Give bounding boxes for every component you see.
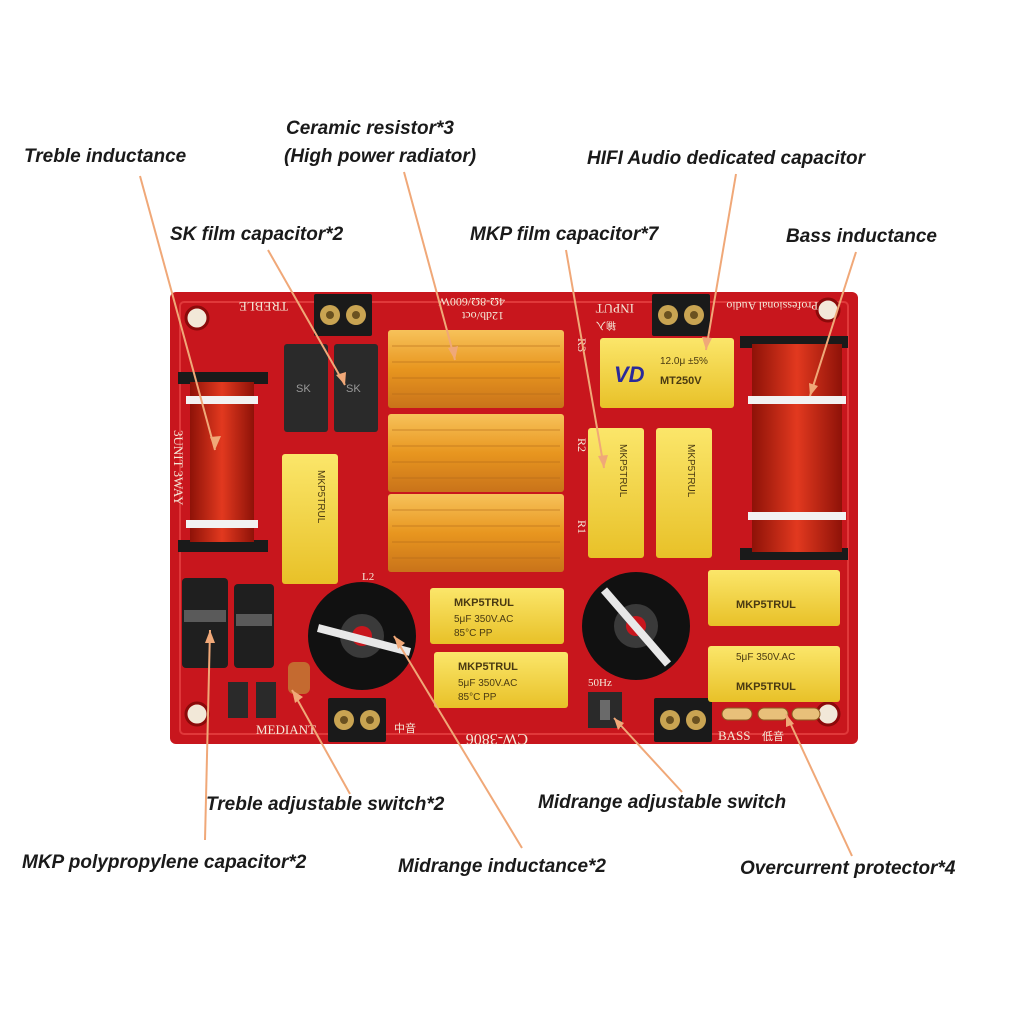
svg-text:5μF 350V.AC: 5μF 350V.AC (454, 614, 513, 625)
label-mkp-film-capacitor: MKP film capacitor*7 (470, 224, 659, 245)
arrow-bass-inductance (809, 251, 857, 397)
board-r1: R1 (575, 520, 589, 534)
ceramic-resistors (388, 330, 564, 572)
arrow-hifi-capacitor (705, 173, 737, 351)
svg-text:MKP5TRUL: MKP5TRUL (454, 597, 514, 609)
terminal-bass (654, 698, 712, 742)
terminal-mediant (328, 698, 386, 742)
terminal-input (652, 294, 710, 336)
label-sk-film-capacitor: SK film capacitor*2 (170, 224, 344, 245)
label-ceramic-resistor-line2: (High power radiator) (284, 146, 477, 167)
board-3way-label: 3UNIT 3WAY (171, 430, 186, 506)
board-treble-label: TREBLE (239, 299, 288, 314)
midrange-inductance-toroids (308, 572, 690, 690)
svg-text:MKP5TRUL: MKP5TRUL (736, 599, 796, 611)
board-input-label: INPUT (596, 301, 634, 316)
board-spec-label: 4Ω-8Ω/600W (438, 295, 505, 309)
sk-film-capacitors: SK SK (284, 344, 378, 432)
label-overcurrent-protector: Overcurrent protector*4 (740, 858, 956, 879)
callout-arrows (139, 171, 857, 857)
label-midrange-switch: Midrange adjustable switch (538, 792, 787, 813)
svg-text:MKP5TRUL: MKP5TRUL (458, 661, 518, 673)
board-r2: R2 (575, 438, 589, 452)
board-input-cn: 输入 (596, 319, 616, 332)
hifi-audio-capacitor: VD 12.0μ ±5% MT250V (600, 338, 734, 408)
mkp-polypropylene-capacitors (182, 578, 274, 668)
treble-adjustable-switches (228, 662, 310, 718)
arrow-midrange-switch (613, 717, 683, 793)
svg-text:12.0μ ±5%: 12.0μ ±5% (660, 356, 708, 367)
mkp-film-capacitors: MKP5TRUL MKP5TRUL MKP5TRUL MKP5TRUL 5μF … (282, 428, 840, 708)
arrow-mkp-polypropylene (204, 629, 211, 841)
arrow-treble-switch (291, 689, 351, 795)
arrow-mkp-film (565, 249, 605, 469)
bass-inductance-coil (740, 336, 848, 560)
terminal-treble (314, 294, 372, 336)
pcb-border (179, 301, 849, 735)
svg-text:85°C PP: 85°C PP (458, 692, 497, 703)
label-mkp-polypropylene: MKP polypropylene capacitor*2 (22, 852, 307, 873)
svg-text:MKP5TRUL: MKP5TRUL (315, 470, 326, 524)
board-bass-cn: 低音 (762, 729, 784, 743)
label-treble-inductance: Treble inductance (24, 146, 187, 167)
svg-text:MKP5TRUL: MKP5TRUL (617, 444, 628, 498)
svg-text:SK: SK (296, 383, 311, 395)
svg-text:MT250V: MT250V (660, 375, 702, 387)
board-50hz: 50Hz (588, 677, 612, 689)
arrow-overcurrent (785, 713, 853, 857)
svg-text:5μF 350V.AC: 5μF 350V.AC (458, 678, 517, 689)
svg-text:85°C PP: 85°C PP (454, 628, 493, 639)
arrow-heads (205, 337, 818, 730)
board-model-label: CW-3806 (466, 730, 528, 747)
svg-text:MKP5TRUL: MKP5TRUL (736, 681, 796, 693)
overcurrent-protectors (721, 707, 821, 721)
label-treble-switch: Treble adjustable switch*2 (206, 794, 445, 815)
treble-inductance-coil (178, 372, 268, 552)
arrow-treble-inductance (139, 175, 216, 451)
label-ceramic-resistor-line1: Ceramic resistor*3 (286, 118, 454, 139)
board-l2: L2 (362, 571, 374, 583)
board-mid-cn: 中音 (394, 721, 416, 735)
board-bass-label: BASS (718, 728, 751, 743)
label-hifi-capacitor: HIFI Audio dedicated capacitor (587, 148, 866, 169)
arrow-midrange-inductance (393, 635, 523, 849)
label-midrange-inductance: Midrange inductance*2 (398, 856, 606, 877)
board-mediant-label: MEDIANT (256, 722, 316, 737)
board-slope-label: 12db/oct (461, 309, 504, 323)
arrow-ceramic-resistor (403, 171, 456, 361)
arrow-sk-film (267, 249, 346, 386)
svg-text:SK: SK (346, 383, 361, 395)
svg-text:5μF 350V.AC: 5μF 350V.AC (736, 652, 795, 663)
label-bass-inductance: Bass inductance (786, 226, 937, 247)
svg-text:VD: VD (614, 362, 645, 387)
board-professional-label: Professional Audio (726, 299, 818, 313)
svg-text:MKP5TRUL: MKP5TRUL (685, 444, 696, 498)
